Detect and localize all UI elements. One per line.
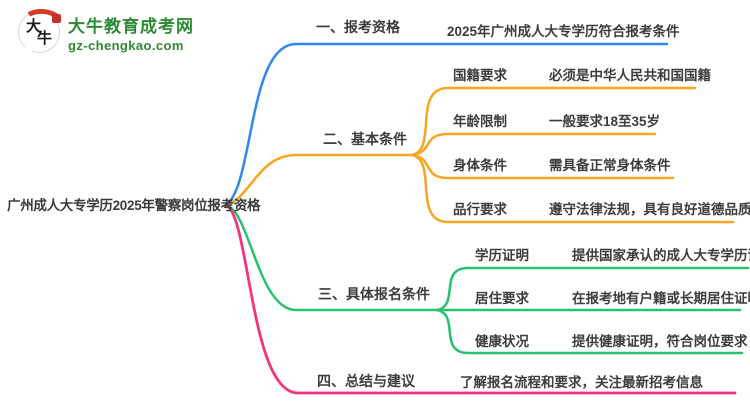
branch3-label: 三、具体报名条件 (318, 286, 430, 302)
logo-char-da: 大 (26, 17, 42, 35)
branch1-label: 一、报考资格 (316, 19, 400, 35)
site-name: 大牛教育成考网 (68, 16, 194, 36)
site-logo: 大 牛 大牛教育成考网 gz-chengkao.com (18, 6, 194, 53)
branch1-child: 2025年广州成人大专学历符合报考条件 (447, 24, 680, 39)
branch4-child: 了解报名流程和要求，关注最新招考信息 (460, 375, 703, 390)
logo-calligraphy: 大 牛 (25, 18, 55, 50)
branch3-sub1-value: 提供国家承认的成人大专学历证书 (572, 248, 750, 263)
site-url: gz-chengkao.com (68, 37, 184, 53)
branch2-sub2-label: 年龄限制 (453, 114, 507, 129)
branch2-sub3-value: 需具备正常身体条件 (549, 158, 671, 173)
branch4-line (224, 203, 737, 395)
branch3-sub3-label: 健康状况 (475, 334, 529, 349)
branch2-sub2-value: 一般要求18至35岁 (549, 114, 661, 129)
branch2-sub1-value: 必须是中华人民共和国国籍 (549, 68, 711, 83)
branch2-sub3-label: 身体条件 (453, 158, 507, 173)
logo-text-block: 大牛教育成考网 gz-chengkao.com (68, 12, 194, 53)
branch2-sub4-label: 品行要求 (453, 202, 507, 217)
branch3-sub1-label: 学历证明 (475, 248, 529, 263)
branch2-sub2-line (410, 132, 657, 157)
logo-char-niu: 牛 (37, 29, 53, 47)
branch3-line (224, 203, 439, 312)
branch3-sub3-value: 提供健康证明，符合岗位要求 (572, 334, 748, 349)
branch1-line (224, 42, 669, 207)
logo-bull-icon: 大 牛 (18, 6, 67, 53)
branch3-sub1-line (435, 266, 750, 312)
branch2-label: 二、基本条件 (323, 131, 407, 147)
branch2-sub1-line (410, 86, 697, 157)
root-topic: 广州成人大专学历2025年警察岗位报考资格 (7, 198, 261, 213)
logo-seal-icon (52, 14, 61, 23)
branch4-label: 四、总结与建议 (317, 373, 415, 389)
branch2-sub1-label: 国籍要求 (453, 68, 507, 83)
branch3-sub2-value: 在报考地有户籍或长期居住证明 (572, 291, 750, 306)
branch2-line (224, 153, 414, 207)
branch2-sub4-line (410, 153, 735, 224)
branch3-sub3-line (435, 308, 744, 355)
branch2-sub4-value: 遵守法律法规，具有良好道德品质 (549, 202, 750, 217)
branch3-sub2-label: 居住要求 (475, 291, 529, 306)
